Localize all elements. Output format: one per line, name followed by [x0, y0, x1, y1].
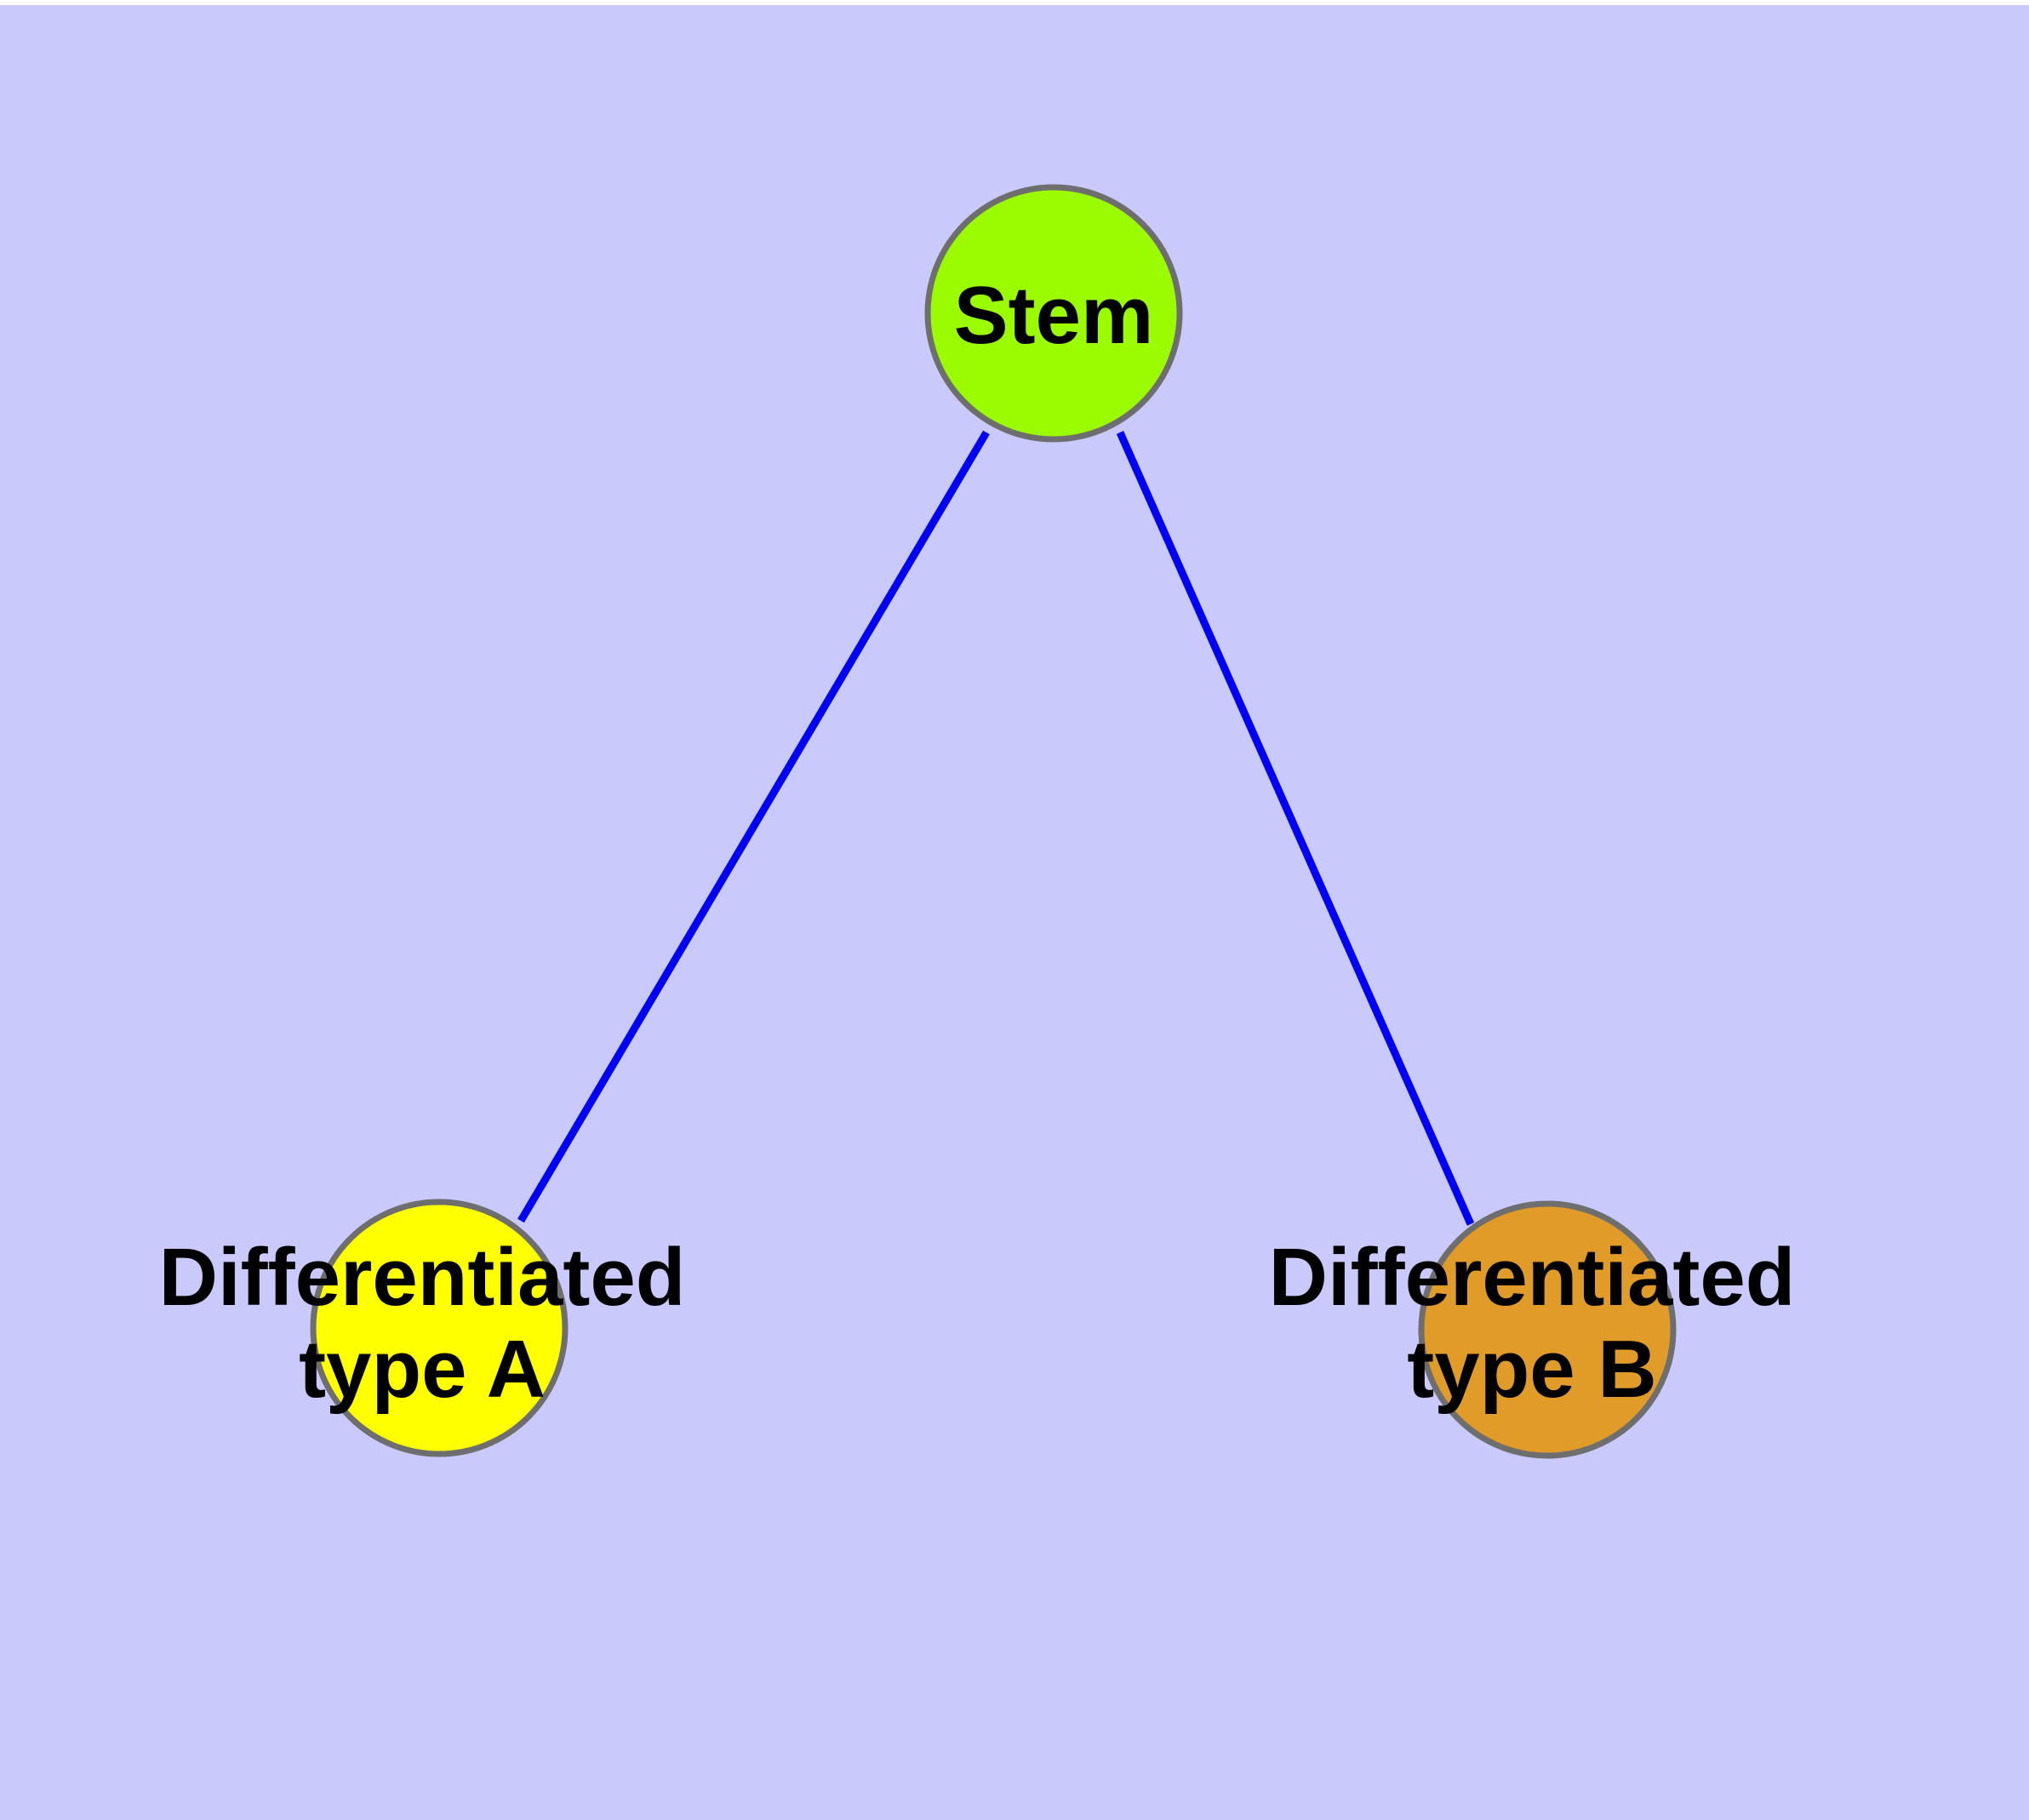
edge-stem-to-diff-a[interactable]: [517, 430, 990, 1223]
node-diff-a[interactable]: [310, 1199, 569, 1457]
node-diff-b[interactable]: [1418, 1200, 1677, 1459]
node-label-line: type B: [1407, 1324, 1656, 1415]
nodes-group: [310, 184, 1677, 1459]
node-label-line: Stem: [954, 270, 1154, 361]
node-label-line: Differentiated: [159, 1233, 686, 1324]
node-label-stem: Stem: [954, 270, 1154, 361]
node-label-line: type A: [299, 1324, 546, 1415]
edge-stem-to-diff-b[interactable]: [1116, 431, 1475, 1226]
edges-group: [517, 430, 1475, 1226]
node-label-line: Differentiated: [1269, 1233, 1796, 1324]
node-stem[interactable]: [924, 184, 1183, 443]
